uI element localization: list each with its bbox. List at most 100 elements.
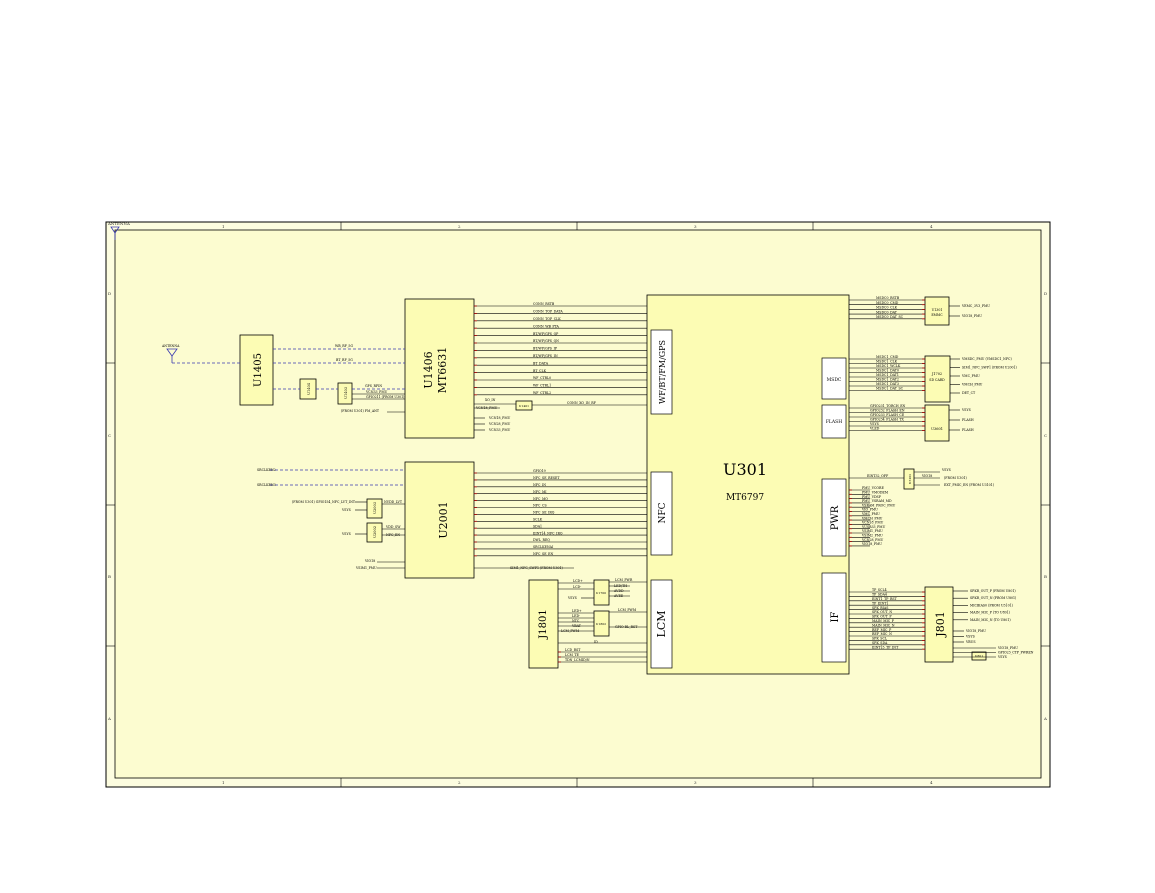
- flash-out-label: FLASH: [962, 428, 974, 432]
- u801-ref: U801: [975, 654, 983, 658]
- j1801-ref: J1801: [538, 609, 549, 639]
- u301-lcm-block[interactable]: [650, 579, 673, 669]
- if-net-label: MAIN_MIC_N: [872, 623, 895, 627]
- u301-lcm-label: LCM: [655, 611, 668, 638]
- u301-nfc-label: NFC: [658, 502, 668, 523]
- net-pwr-vsys: VSYS: [941, 468, 951, 472]
- u301-nfc-block[interactable]: [650, 471, 673, 556]
- if-net-label: SPK_OUT_N: [872, 610, 892, 614]
- emmc-net-label: MSDC0_DAT_SC: [876, 315, 904, 319]
- net-id: ID: [594, 640, 598, 644]
- u3101-body[interactable]: [903, 468, 915, 490]
- net-lcd-k: LCD-: [573, 585, 581, 589]
- u1802-body[interactable]: [593, 610, 610, 637]
- emmc-net-label: MSDC0_RSTB: [876, 296, 900, 300]
- if-net-label: EINT15_TP_INT: [872, 645, 899, 649]
- u3601-body[interactable]: [924, 404, 950, 442]
- u801-body[interactable]: [971, 651, 987, 661]
- net-vsys-lcm: VSYS: [567, 596, 577, 600]
- j1801-body[interactable]: [528, 579, 559, 669]
- pwr-net-label: VIO18_PMU: [861, 542, 882, 546]
- u301-msdc-label: MSDC: [827, 377, 842, 383]
- if-out-label: SPKR_OUT_N (FROM U801): [970, 596, 1016, 600]
- pwr-net-label: PMU_VMODEM: [862, 491, 889, 495]
- u1406-body[interactable]: [404, 298, 475, 439]
- u1405-body[interactable]: [239, 334, 274, 406]
- emmc-out-label: VEMC_3V3_PMU: [961, 304, 990, 308]
- sd-net-label: MSDC1_DAT0: [876, 369, 899, 373]
- net-xo-in: XO_IN: [485, 398, 496, 402]
- wifi-net-label: WF_CTRL1: [533, 384, 551, 388]
- net-sim1-swp: SIM1_NFC_SWP1 (FROM U301): [510, 566, 563, 570]
- u3101-ref: U3101: [908, 474, 912, 484]
- sd-net-label: MSDC1_CMD: [876, 355, 899, 359]
- u301-body[interactable]: [646, 294, 850, 675]
- col-number: 4: [930, 224, 933, 229]
- flash-bus: GPIO231_TORCH_ENGPIO232_FLASH_ENGPIO233_…: [849, 404, 974, 432]
- if-net-label: TP_EINT1: [872, 601, 888, 605]
- sd-net-label: MSDC1_DAT3: [876, 382, 899, 386]
- u301-wf-label: WF/BT/FM/GPS: [658, 340, 667, 404]
- net-srclk: SRCLKEN2: [257, 468, 276, 472]
- wifi-bus: CONN_RSTBCONN_TOP_DATACONN_TOP_CLKCONN_W…: [474, 302, 647, 396]
- row-letter: A: [107, 716, 111, 721]
- u1404-ref: U1404: [307, 382, 311, 395]
- u301-wf-block[interactable]: [650, 329, 673, 415]
- nfc-net-label: GPIO19: [533, 469, 546, 473]
- emmc-out-label: VIO18_PMU: [961, 314, 982, 318]
- net-conn-xo: CONN_XO_IN_RF: [567, 401, 597, 405]
- net-vcn18-xo: VCN18_PMU: [475, 406, 498, 410]
- u2002-body[interactable]: [366, 522, 383, 543]
- sd-bus: MSDC1_CMDMSDC1_CLKMSDC1_WCLKMSDC1_DAT0MS…: [849, 355, 1017, 395]
- antenna-label: ANTENNA: [161, 344, 180, 348]
- net-vsys-nfc2: VSYS: [341, 532, 351, 536]
- u301-flash-block[interactable]: [821, 404, 847, 439]
- if-net-label: SPK_BIAS: [872, 606, 888, 610]
- u1301-body[interactable]: [924, 296, 950, 326]
- nfc-net-label: SRCLKENAI: [533, 545, 554, 549]
- net-led-k: LED-: [572, 614, 580, 618]
- u1406-ref: U1406: [422, 351, 435, 388]
- row-letter: C: [1044, 433, 1047, 438]
- col-number: 2: [458, 224, 461, 229]
- if-bus: TP_SCL4TP_SDA4EINT1_TP_RSTTP_EINT1SPK_BI…: [849, 588, 1034, 659]
- u2001-body[interactable]: [404, 461, 475, 579]
- if-tp-label: GPIO23_CTP_PWREN: [998, 651, 1034, 655]
- col-number: 4: [930, 780, 933, 785]
- row-letter: B: [108, 574, 111, 579]
- u301-msdc-block[interactable]: [821, 357, 847, 400]
- u1403-body[interactable]: [337, 382, 353, 405]
- net-gpio211: GPIO211 (FROM U301): [366, 395, 404, 399]
- nfc-bus: GPIO19NFC_SE_RESETNFC_INNFC_MINFC_MONFC_…: [474, 469, 647, 557]
- flash-net-label: VLED: [869, 427, 880, 431]
- sd-net-label: MSDC1_DAT_SC: [876, 387, 904, 391]
- wifi-net-label: CONN_TOP_CLK: [533, 317, 561, 321]
- u1700-ref: U1700: [596, 591, 606, 595]
- u1301-sub: EMMC: [931, 313, 943, 317]
- if-pwr-label: VSYS: [965, 635, 975, 639]
- net-bt-rf: BT_RF_5G: [336, 358, 353, 362]
- if-net-label: MAIN_MIC_P: [872, 619, 895, 623]
- emmc-net-label: MSDC0_DAT: [876, 310, 898, 314]
- row-letter: A: [1043, 716, 1047, 721]
- wifi-net-label: CONN_RSTB: [533, 302, 555, 306]
- emmc-net-label: MSDC0_CLK: [876, 306, 898, 310]
- u1401-body[interactable]: [515, 400, 533, 411]
- net-avdd: AVDD: [613, 589, 624, 593]
- u2003-body[interactable]: [366, 498, 383, 519]
- u301-pwr-block[interactable]: [821, 478, 847, 557]
- row-letter: C: [108, 433, 111, 438]
- wifi-net-label: WF_CTRL2: [533, 391, 551, 395]
- wifi-net-label: BT/WF/GPS_QP: [533, 332, 559, 336]
- u1102-body[interactable]: [924, 586, 954, 663]
- j1702-sub: SD CARD: [929, 378, 945, 382]
- if-net-label: SPK_SCL: [872, 637, 888, 641]
- zone-ticks: [106, 222, 1050, 787]
- u301-if-block[interactable]: [821, 572, 847, 663]
- u1401-ref: U1401: [519, 404, 529, 408]
- u1700-body[interactable]: [593, 579, 610, 606]
- sd-net-label: MSDC1_DAT2: [876, 378, 899, 382]
- net-vsim1: VSIM1_PMU: [355, 566, 377, 570]
- j1702-body[interactable]: [924, 355, 951, 403]
- pwr-net-label: PMU_VCORE: [862, 486, 884, 490]
